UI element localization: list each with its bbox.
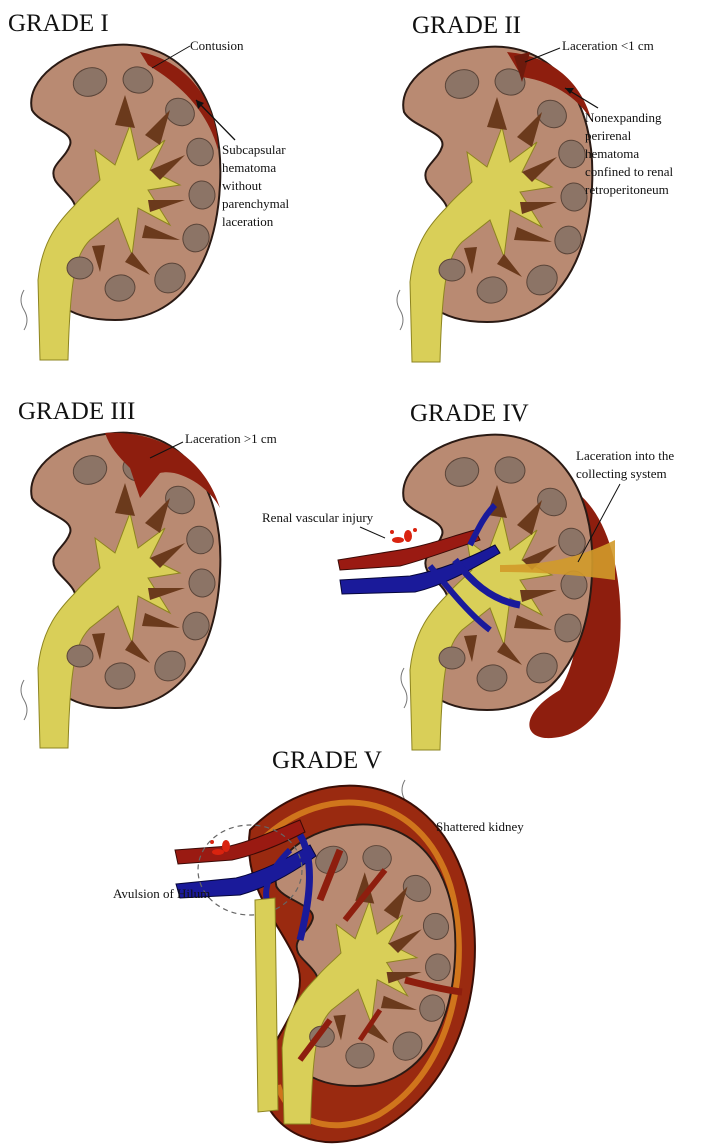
svg-text:Subcapsular: Subcapsular xyxy=(222,142,286,157)
kidney-grade-2 xyxy=(403,47,592,362)
label-contusion: Contusion xyxy=(190,38,244,53)
svg-text:collecting system: collecting system xyxy=(576,466,667,481)
grade-2-title: GRADE II xyxy=(412,12,521,39)
svg-text:hematoma: hematoma xyxy=(585,146,639,161)
panel-grade-5: GRADE V Shattered xyxy=(113,747,524,1142)
label-perirenal-hematoma: Nonexpanding perirenal hematoma confined… xyxy=(585,110,673,197)
svg-text:hematoma: hematoma xyxy=(222,160,276,175)
kidney-grade-3 xyxy=(31,433,220,748)
grade-4-title: GRADE IV xyxy=(410,400,529,427)
grade-1-title: GRADE I xyxy=(8,10,109,37)
svg-text:Laceration into the: Laceration into the xyxy=(576,448,674,463)
svg-text:Nonexpanding: Nonexpanding xyxy=(585,110,662,125)
panel-grade-2: GRADE II Laceration <1 cm Nonexpanding p… xyxy=(397,12,673,362)
bleeding-splash-grade-4 xyxy=(390,528,417,543)
label-shattered-kidney: Shattered kidney xyxy=(436,819,524,834)
svg-text:retroperitoneum: retroperitoneum xyxy=(585,182,669,197)
grade-3-title: GRADE III xyxy=(18,398,135,425)
label-laceration-collecting-system: Laceration into the collecting system xyxy=(576,448,674,481)
svg-text:confined to renal: confined to renal xyxy=(585,164,673,179)
panel-grade-1: GRADE I Contusion Subcapsular hematoma w… xyxy=(8,10,290,360)
svg-text:parenchymal: parenchymal xyxy=(222,196,290,211)
panel-grade-4: GRADE IV Renal vascular injury Lacerati xyxy=(262,400,674,800)
svg-text:laceration: laceration xyxy=(222,214,274,229)
svg-text:without: without xyxy=(222,178,262,193)
label-avulsion-of-hilum: Avulsion of Hilum xyxy=(113,886,210,901)
svg-text:perirenal: perirenal xyxy=(585,128,632,143)
label-laceration-gt-1cm: Laceration >1 cm xyxy=(185,431,277,446)
kidney-grade-1 xyxy=(31,45,220,360)
panel-grade-3: GRADE III Laceration >1 cm xyxy=(18,398,277,748)
label-renal-vascular-injury: Renal vascular injury xyxy=(262,510,374,525)
label-laceration-lt-1cm: Laceration <1 cm xyxy=(562,38,654,53)
label-subcapsular-hematoma: Subcapsular hematoma without parenchymal… xyxy=(222,142,290,229)
grade-5-title: GRADE V xyxy=(272,747,382,774)
